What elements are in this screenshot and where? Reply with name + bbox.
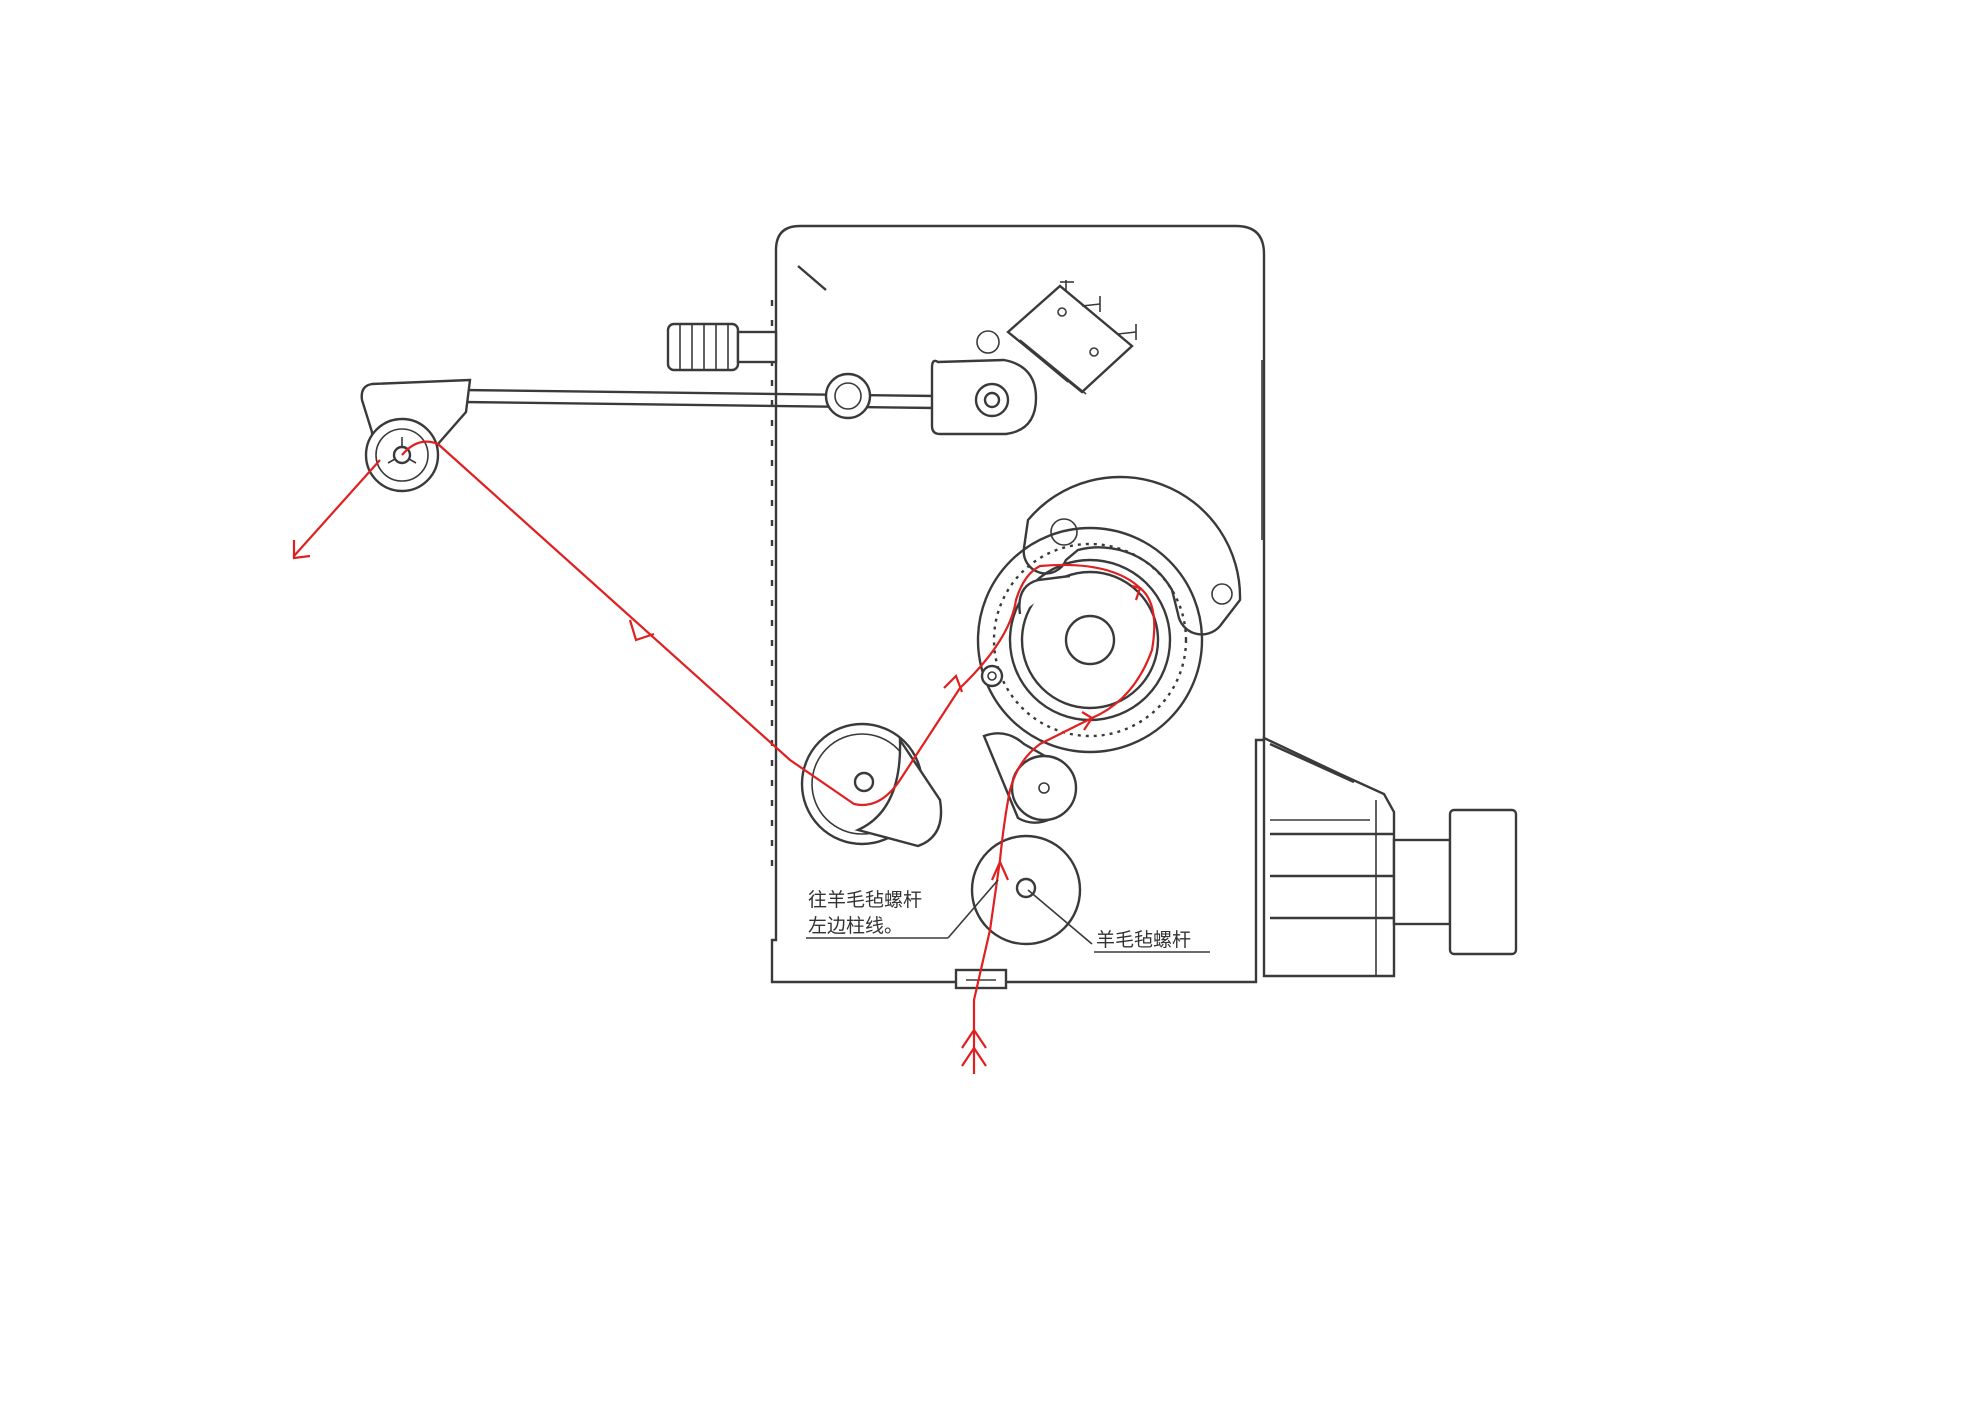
right-knob xyxy=(1392,808,1518,956)
guide-roller-left xyxy=(800,722,943,848)
upper-knob xyxy=(666,322,778,372)
bottom-eyelet xyxy=(954,968,1008,990)
tension-wheel xyxy=(976,475,1242,754)
felt-screw-roller xyxy=(970,834,1082,946)
micro-switch xyxy=(1006,280,1137,395)
label-left-line2: 左边柱线。 xyxy=(808,915,903,937)
tension-arm xyxy=(360,372,937,493)
guide-roller-mid xyxy=(982,732,1078,824)
arm-pivot-block xyxy=(930,330,1038,436)
label-felt-screw: 羊毛毡螺杆 xyxy=(1096,929,1191,951)
housing-plate xyxy=(770,224,1266,984)
thread-arrows xyxy=(292,540,1142,1067)
label-right: 羊毛毡螺杆 xyxy=(1027,889,1210,953)
label-left-line1: 往羊毛毡螺杆 xyxy=(808,889,922,911)
right-bracket xyxy=(1262,736,1396,978)
label-left: 往羊毛毡螺杆 左边柱线。 xyxy=(806,879,999,939)
